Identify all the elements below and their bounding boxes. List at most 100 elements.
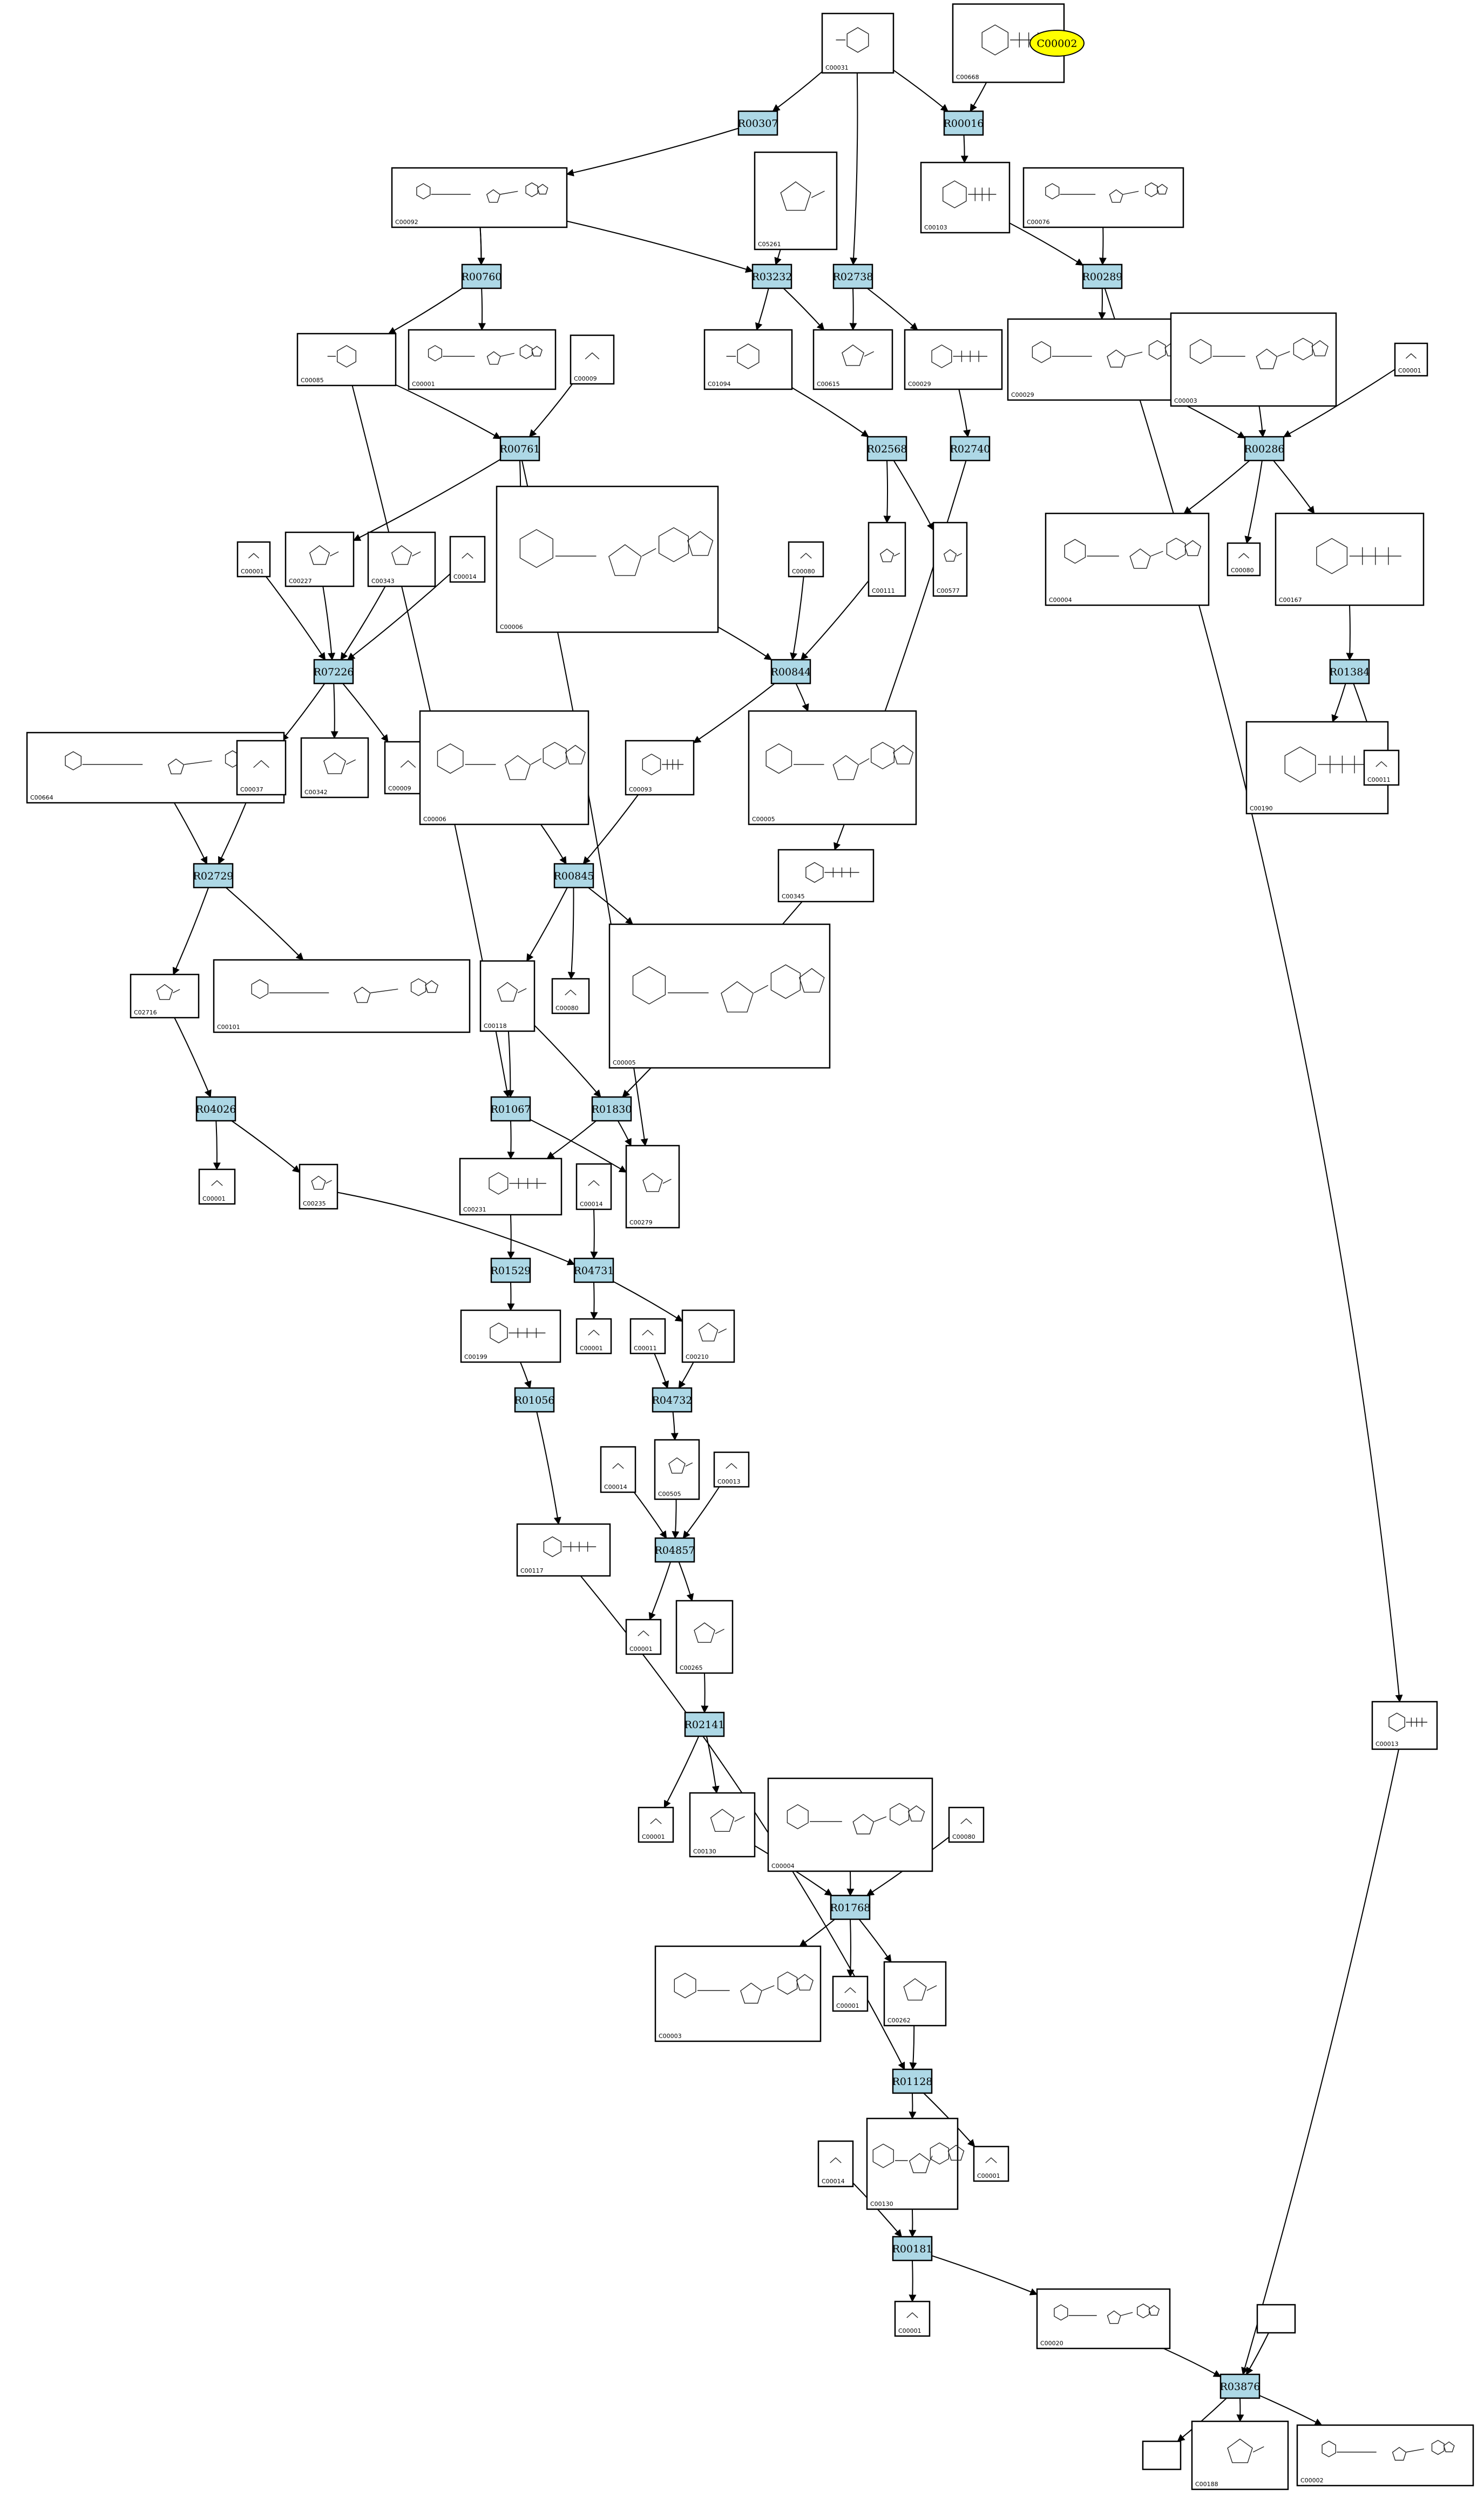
compound-node[interactable]: C00167 [1275, 512, 1425, 606]
compound-node[interactable]: C00006 [419, 710, 589, 825]
compound-node[interactable]: C00343 [367, 531, 436, 587]
compound-node[interactable]: C00117 [516, 1523, 611, 1577]
reaction-node[interactable]: R00761 [500, 436, 540, 462]
reaction-node[interactable]: R00844 [771, 659, 811, 685]
reaction-node[interactable]: R00289 [1082, 263, 1123, 289]
reaction-node[interactable]: R00181 [892, 2236, 933, 2262]
compound-node[interactable]: C00001 [625, 1619, 662, 1655]
compound-node[interactable]: C00001 [638, 1806, 674, 1843]
compound-node[interactable]: C00002 [1296, 2424, 1474, 2487]
compound-node[interactable]: C00118 [479, 960, 536, 1032]
compound-node[interactable]: C00103 [920, 161, 1011, 234]
reaction-node[interactable]: R01128 [892, 2068, 933, 2094]
reaction-node[interactable]: R07226 [314, 659, 354, 685]
compound-node[interactable]: C00092 [391, 167, 568, 228]
compound-node[interactable]: C00004 [767, 1777, 933, 1872]
compound-node[interactable]: C00037 [236, 740, 287, 796]
compound-node[interactable]: C00005 [608, 923, 831, 1069]
reaction-node[interactable]: R01384 [1330, 659, 1370, 685]
reaction-node[interactable]: R04732 [652, 1387, 693, 1413]
compound-node[interactable]: C00014 [600, 1446, 636, 1493]
compound-node[interactable]: C00076 [1022, 167, 1184, 228]
compound-node[interactable]: C00345 [777, 849, 875, 903]
reaction-node[interactable]: R01067 [491, 1096, 531, 1122]
reaction-node[interactable]: R03876 [1220, 2373, 1261, 2399]
reaction-node[interactable]: R04731 [574, 1257, 614, 1283]
compound-node[interactable]: C00003 [1170, 312, 1337, 407]
reaction-node[interactable]: R03232 [752, 263, 792, 289]
reaction-node[interactable]: R00307 [738, 110, 778, 136]
compound-node[interactable]: C00001 [832, 1975, 869, 2012]
reaction-node[interactable]: R00286 [1244, 436, 1285, 462]
compound-node[interactable]: C00029 [1007, 318, 1196, 401]
compound-node[interactable]: C00080 [948, 1806, 985, 1843]
compound-node[interactable]: C00085 [296, 333, 397, 387]
compound-node[interactable]: C00111 [868, 522, 906, 597]
compound-node[interactable]: C00080 [788, 541, 824, 578]
compound-node[interactable]: C00188 [1191, 2420, 1289, 2490]
compound-node[interactable]: C00505 [654, 1439, 700, 1500]
compound-node[interactable]: C00342 [300, 737, 369, 798]
reaction-node[interactable]: R00016 [944, 110, 984, 136]
compound-node[interactable]: C00130 [689, 1792, 756, 1858]
compound-node[interactable]: C00235 [299, 1163, 338, 1210]
compound-node[interactable]: C00001 [575, 1318, 612, 1355]
compound-node[interactable]: C00005 [748, 710, 917, 825]
compound-node[interactable]: C00265 [675, 1600, 734, 1674]
reaction-node[interactable]: R01768 [830, 1894, 871, 1920]
compound-node[interactable]: C00001 [198, 1168, 236, 1205]
reaction-node[interactable]: R02738 [833, 263, 873, 289]
compound-node[interactable]: C00004 [1045, 512, 1210, 606]
reaction-node[interactable]: R01830 [592, 1096, 632, 1122]
compound-node[interactable]: C01094 [703, 329, 793, 390]
compound-node[interactable]: C00279 [625, 1145, 680, 1229]
compound-node[interactable]: C00130 [866, 2117, 965, 2210]
reaction-node[interactable]: R02729 [193, 863, 234, 889]
compound-node[interactable]: C02716 [130, 973, 200, 1019]
compound-node[interactable]: C00031 [821, 12, 895, 74]
compound-node[interactable]: C00577 [932, 522, 968, 597]
reaction-node[interactable]: R00845 [554, 863, 594, 889]
reaction-node[interactable]: R01056 [514, 1387, 555, 1413]
compound-node[interactable]: C00231 [459, 1157, 563, 1216]
reaction-node[interactable]: R02568 [867, 436, 907, 462]
compound-node[interactable]: C00227 [284, 531, 355, 587]
compound-node[interactable]: C00014 [449, 536, 486, 583]
reaction-node[interactable]: R02740 [950, 436, 991, 462]
compound-node[interactable]: C00615 [812, 329, 893, 390]
edges-layer [172, 70, 1403, 2442]
compound-node[interactable]: C00101 [213, 959, 471, 1033]
reaction-node[interactable]: R00760 [462, 263, 502, 289]
compound-node[interactable]: C00011 [1363, 749, 1400, 786]
compound-node[interactable]: C00013 [1371, 1701, 1438, 1750]
compound-node[interactable]: C00009 [570, 334, 615, 385]
edge-R00760-to-C00085 [388, 288, 463, 334]
compound-node[interactable]: C00080 [1226, 542, 1261, 577]
compound-node[interactable]: C00001 [1394, 342, 1428, 377]
reaction-node[interactable]: R02141 [685, 1711, 725, 1737]
compound-node[interactable]: C00001 [236, 541, 271, 578]
reaction-node[interactable]: R01529 [491, 1257, 531, 1283]
compound-node[interactable]: C00013 [713, 1451, 750, 1488]
compound-node[interactable]: C00001 [408, 329, 557, 390]
highlight-node[interactable]: C00002 [1029, 30, 1085, 57]
compound-node[interactable]: C00003 [654, 1945, 822, 2042]
compound-node[interactable] [1256, 2304, 1296, 2334]
compound-node[interactable]: C00001 [894, 2300, 931, 2337]
compound-node[interactable]: C00014 [575, 1163, 612, 1210]
compound-node[interactable]: C00210 [681, 1309, 735, 1363]
compound-node[interactable]: C05261 [754, 151, 838, 251]
compound-node[interactable]: C00001 [973, 2145, 1009, 2182]
compound-node[interactable]: C00029 [904, 329, 1003, 390]
compound-node[interactable]: C00020 [1036, 2288, 1171, 2350]
compound-node[interactable]: C00011 [629, 1318, 666, 1355]
compound-node[interactable]: C00199 [460, 1309, 561, 1363]
compound-node[interactable] [1142, 2440, 1182, 2470]
compound-node[interactable]: C00093 [625, 740, 695, 796]
compound-node[interactable]: C00262 [883, 1961, 947, 2027]
compound-node[interactable]: C00006 [496, 485, 719, 633]
reaction-node[interactable]: R04026 [196, 1096, 236, 1122]
reaction-node[interactable]: R04857 [655, 1537, 695, 1563]
compound-node[interactable]: C00014 [817, 2140, 854, 2188]
compound-node[interactable]: C00080 [551, 978, 590, 1014]
